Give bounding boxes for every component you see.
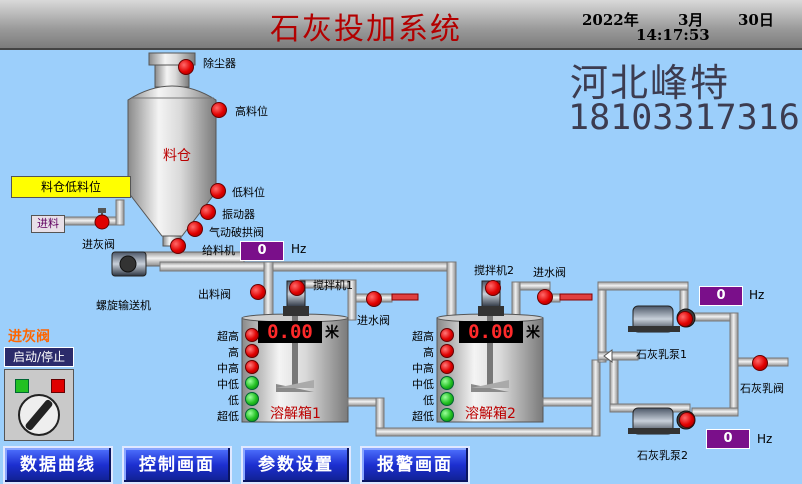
tank2-level-lamp — [440, 328, 454, 342]
tank2-level-display: 0.00 — [459, 321, 523, 343]
feeder-indicator[interactable] — [170, 238, 186, 254]
pump1-label: 石灰乳泵1 — [636, 348, 687, 361]
inlet-valve-icon[interactable] — [92, 208, 112, 230]
tank2-level-name: 低 — [423, 394, 434, 407]
silo-low-level-alarm: 料仓低料位 — [11, 176, 131, 198]
run-lamp — [15, 379, 29, 393]
clock: 14:17:53 — [636, 26, 710, 44]
feeder-hz-unit: Hz — [291, 242, 307, 256]
tank2-level-unit: 米 — [526, 325, 540, 341]
tank2-level-name: 高 — [423, 346, 434, 359]
feeder-label: 给料机 — [202, 244, 235, 257]
low-level-label: 低料位 — [232, 186, 265, 199]
tank1-level-lamp — [245, 392, 259, 406]
tank1-outlet-valve-indicator[interactable] — [250, 284, 266, 300]
high-level-label: 高料位 — [235, 105, 268, 118]
tank1-level-unit: 米 — [325, 325, 339, 341]
tank1-level-lamp — [245, 360, 259, 374]
tank1-mixer-label: 搅拌机1 — [313, 279, 353, 292]
tank2-water-valve-indicator[interactable] — [537, 289, 553, 305]
milk-valve-label: 石灰乳阀 — [740, 382, 784, 395]
feeder-hz-value[interactable]: 0 — [240, 241, 284, 261]
tank1-level-display: 0.00 — [258, 321, 322, 343]
tank2-level-lamp — [440, 408, 454, 422]
tank2-level-lamp — [440, 344, 454, 358]
vibrator-label: 振动器 — [222, 208, 255, 221]
pump1-indicator[interactable] — [677, 311, 693, 327]
tank1-level-name: 超高 — [217, 330, 239, 343]
tank2-level-lamp — [440, 392, 454, 406]
tank2-level-name: 超高 — [412, 330, 434, 343]
tank2-level-name: 中低 — [412, 378, 434, 391]
tank1-level-name: 高 — [228, 346, 239, 359]
tank1-level-name: 低 — [228, 394, 239, 407]
selector-knob-icon[interactable] — [15, 392, 63, 438]
dust-collector-label: 除尘器 — [203, 57, 236, 70]
tank2-mixer-label: 搅拌机2 — [474, 264, 514, 277]
pump2-indicator[interactable] — [679, 412, 695, 428]
control-panel-title: 进灰阀 — [8, 329, 50, 345]
tank1-water-valve-label: 进水阀 — [357, 314, 390, 327]
arch-breaker-label: 气动破拱阀 — [209, 226, 264, 239]
tank2-level-lamp — [440, 376, 454, 390]
high-level-indicator — [211, 102, 227, 118]
pump2-hz-unit: Hz — [757, 432, 773, 446]
watermark-company: 河北峰特 — [570, 61, 731, 105]
tank2-level-lamp — [440, 360, 454, 374]
title-bar — [0, 0, 802, 50]
start-stop-label: 启动/停止 — [4, 347, 74, 367]
nav-control-screen-button[interactable]: 控制画面 — [122, 446, 232, 484]
arch-breaker-indicator[interactable] — [187, 221, 203, 237]
tank1-mixer-indicator[interactable] — [289, 280, 305, 296]
low-level-indicator — [210, 183, 226, 199]
tank2-name: 溶解箱2 — [465, 406, 516, 422]
nav-data-curve-button[interactable]: 数据曲线 — [3, 446, 113, 484]
tank1-level-lamp — [245, 408, 259, 422]
tank2-level-name: 超低 — [412, 410, 434, 423]
milk-valve-indicator[interactable] — [752, 355, 768, 371]
stop-lamp — [51, 379, 65, 393]
date-year: 2022年 — [582, 11, 639, 29]
tank2-water-valve-label: 进水阀 — [533, 266, 566, 279]
tank2-level-name: 中高 — [412, 362, 434, 375]
silo-label: 料仓 — [163, 148, 191, 164]
date-month: 3月 — [678, 11, 704, 29]
pump2-label: 石灰乳泵2 — [637, 449, 688, 462]
pump1-hz-unit: Hz — [749, 288, 765, 302]
tank1-level-lamp — [245, 328, 259, 342]
vibrator-indicator[interactable] — [200, 204, 216, 220]
watermark-phone: 18103317316 — [568, 98, 800, 138]
tank2-mixer-indicator[interactable] — [485, 280, 501, 296]
pump2-hz-value[interactable]: 0 — [706, 429, 750, 449]
page-title: 石灰投加系统 — [270, 12, 462, 47]
tank1-level-name: 中高 — [217, 362, 239, 375]
nav-alarm-screen-button[interactable]: 报警画面 — [360, 446, 470, 484]
nav-parameter-settings-button[interactable]: 参数设置 — [241, 446, 351, 484]
inlet-valve-label: 进灰阀 — [82, 238, 115, 251]
pump1-hz-value[interactable]: 0 — [699, 286, 743, 306]
tank1-level-lamp — [245, 376, 259, 390]
tank1-level-name: 中低 — [217, 378, 239, 391]
tank1-water-valve-indicator[interactable] — [366, 291, 382, 307]
tank1-level-name: 超低 — [217, 410, 239, 423]
screw-conveyor-label: 螺旋输送机 — [96, 299, 151, 312]
dust-collector-indicator[interactable] — [178, 59, 194, 75]
start-stop-switch[interactable] — [4, 369, 74, 441]
tank1-level-lamp — [245, 344, 259, 358]
feed-inlet-label: 进料 — [31, 215, 65, 233]
tank1-name: 溶解箱1 — [270, 406, 321, 422]
date-day: 30日 — [738, 11, 774, 29]
tank1-outlet-valve-label: 出料阀 — [198, 288, 231, 301]
